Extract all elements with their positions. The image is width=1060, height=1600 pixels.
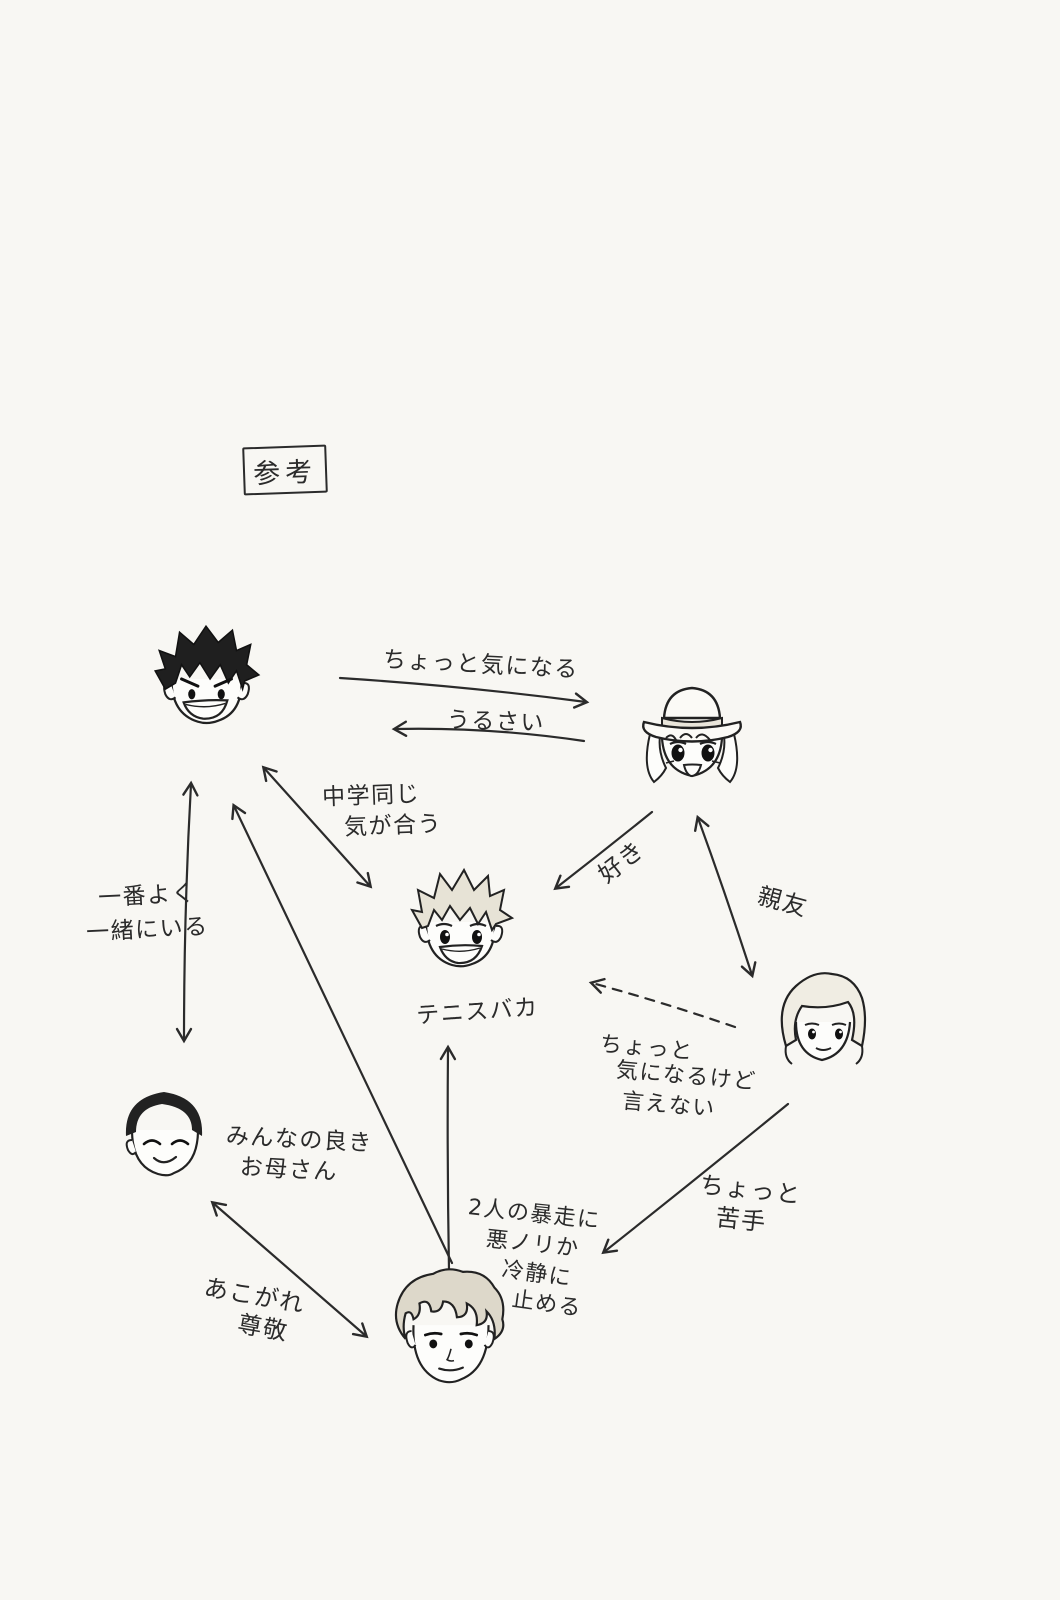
label-noisy: うるさい — [446, 707, 546, 737]
arrow-awkward — [601, 1102, 790, 1255]
arrow-like — [553, 810, 654, 891]
arrow-noisy — [391, 720, 586, 743]
arrow-restrain-center — [439, 1044, 457, 1272]
label-awkward-2: 苦手 — [714, 1203, 769, 1237]
arrow-same-school — [261, 765, 373, 889]
character-tennis-boy — [398, 862, 524, 988]
arrow-restrain-topleft — [231, 802, 454, 1265]
arrow-always-together — [175, 780, 199, 1044]
character-hat-girl — [622, 672, 762, 812]
reference-box: 参考 — [242, 444, 328, 496]
arrow-best-friends — [693, 814, 757, 979]
reference-label: 参考 — [252, 456, 318, 490]
arrow-curious — [338, 676, 590, 709]
label-same-school-2: 気が合う — [343, 811, 443, 841]
character-spiky-dark-hair-boy — [145, 618, 267, 740]
arrow-secret-crush — [588, 977, 737, 1029]
character-wavy-hair-boy — [378, 1262, 526, 1410]
arrow-admiration — [210, 1200, 369, 1339]
character-buzzcut-boy — [110, 1078, 222, 1190]
caption-mother-2: お母さん — [239, 1154, 339, 1186]
character-long-hair-girl — [762, 962, 880, 1090]
label-always-together-2: 一緒にいる — [85, 913, 210, 947]
label-always-together-1: 一番よく — [97, 880, 197, 912]
